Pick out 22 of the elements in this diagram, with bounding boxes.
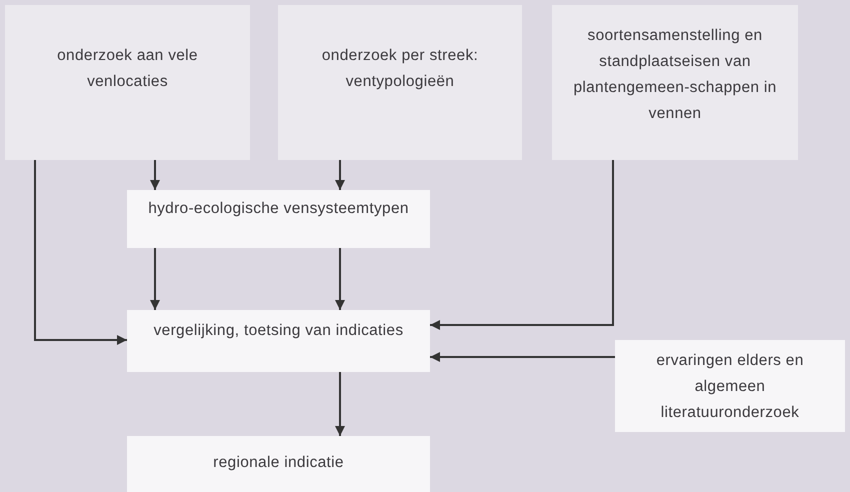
box-label: onderzoek aan vele venlocaties <box>56 46 199 92</box>
box-label: hydro-ecologische vensysteemtypen <box>147 199 410 219</box>
arrow <box>34 160 127 345</box>
arrow <box>430 160 614 330</box>
box-label: soortensamenstelling en standplaatseisen van plantengemeen-schappen in vennen <box>572 26 778 124</box>
process-box <box>615 340 845 432</box>
box-label: vergelijking, toetsing van indicaties <box>152 321 404 341</box>
box-label: ervaringen elders en algemeen literatuuronderzoek <box>655 351 805 423</box>
process-box <box>5 5 250 160</box>
arrow <box>335 372 345 436</box>
process-box <box>278 5 522 160</box>
process-box <box>127 310 430 372</box>
box-label: regionale indicatie <box>212 453 345 473</box>
process-box <box>127 436 430 492</box>
process-box <box>552 5 798 160</box>
box-label: onderzoek per streek: ventypologieën <box>320 46 480 92</box>
arrow <box>430 352 615 362</box>
arrow <box>335 160 345 190</box>
process-box <box>127 190 430 248</box>
arrow <box>150 248 160 310</box>
arrow <box>150 160 160 190</box>
arrow <box>335 248 345 310</box>
